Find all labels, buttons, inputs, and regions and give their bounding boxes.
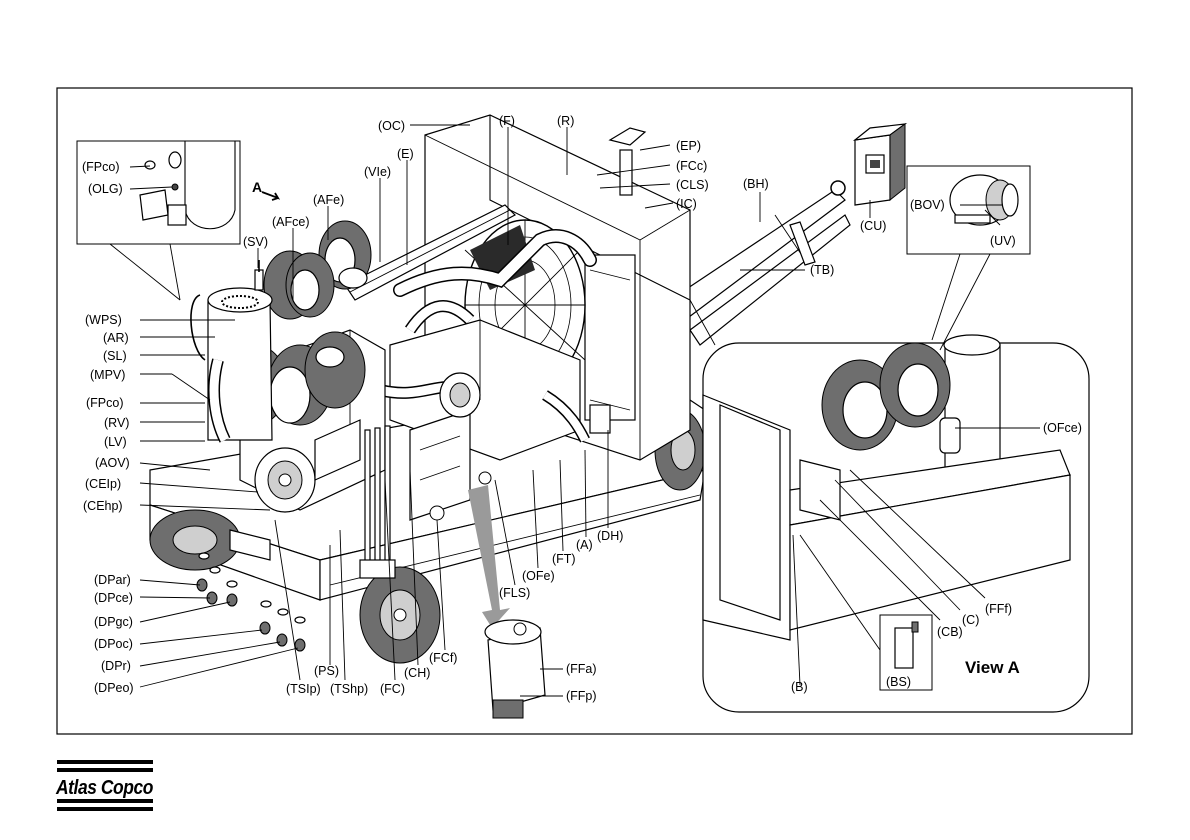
label-dpeo: (DPeo) xyxy=(94,681,134,695)
label-dpar: (DPar) xyxy=(94,573,131,587)
atlas-copco-logo: Atlas Copco xyxy=(55,760,154,811)
view-a-title: View A xyxy=(965,658,1020,677)
callout-labels: (OC) (F) (R) (EP) (FCc) (CLS) (IC) (BH) … xyxy=(82,114,1082,703)
label-tsip: (TSIp) xyxy=(286,682,321,696)
label-ffp: (FFp) xyxy=(566,689,597,703)
label-bov: (BOV) xyxy=(910,198,945,212)
valve-detail-inset xyxy=(906,165,1031,351)
control-unit-illustration xyxy=(852,123,908,206)
label-vie: (VIe) xyxy=(364,165,391,179)
brand-logotype: Atlas Copco xyxy=(55,777,153,799)
label-uv: (UV) xyxy=(990,234,1016,248)
label-sv: (SV) xyxy=(243,235,268,249)
diagram-frame xyxy=(56,87,1133,735)
label-fcf: (FCf) xyxy=(429,651,457,665)
label-dh: (DH) xyxy=(597,529,623,543)
label-ps: (PS) xyxy=(314,664,339,678)
label-fls: (FLS) xyxy=(499,586,530,600)
label-ofe: (OFe) xyxy=(522,569,555,583)
label-ffa: (FFa) xyxy=(566,662,597,676)
callout-leader-lines xyxy=(129,124,1040,697)
label-bs: (BS) xyxy=(886,675,911,689)
label-fff: (FFf) xyxy=(985,602,1012,616)
label-ch: (CH) xyxy=(404,666,430,680)
label-cls: (CLS) xyxy=(676,178,709,192)
detail-inset-filler-plug xyxy=(76,140,241,301)
label-ar: (AR) xyxy=(103,331,129,345)
label-mpv: (MPV) xyxy=(90,368,125,382)
label-r: (R) xyxy=(557,114,574,128)
label-cu: (CU) xyxy=(860,219,886,233)
label-dpoc: (DPoc) xyxy=(94,637,133,651)
label-ic: (IC) xyxy=(676,197,697,211)
label-dpgc: (DPgc) xyxy=(94,615,133,629)
label-fcc: (FCc) xyxy=(676,159,707,173)
label-e: (E) xyxy=(397,147,414,161)
label-bh: (BH) xyxy=(743,177,769,191)
label-afe: (AFe) xyxy=(313,193,344,207)
label-olg: (OLG) xyxy=(88,182,123,196)
label-tshp: (TShp) xyxy=(330,682,368,696)
view-a-direction-arrow xyxy=(261,191,281,201)
label-oc: (OC) xyxy=(378,119,405,133)
label-lv: (LV) xyxy=(104,435,127,449)
label-cehp: (CEhp) xyxy=(83,499,123,513)
label-cb: (CB) xyxy=(937,625,963,639)
label-ep: (EP) xyxy=(676,139,701,153)
label-f: (F) xyxy=(499,114,515,128)
label-b: (B) xyxy=(791,680,808,694)
label-fpco: (FPco) xyxy=(86,396,124,410)
label-dpce: (DPce) xyxy=(94,591,133,605)
compressor-illustration xyxy=(149,114,851,719)
label-afce: (AFce) xyxy=(272,215,310,229)
label-aov: (AOV) xyxy=(95,456,130,470)
label-tb: (TB) xyxy=(810,263,834,277)
label-ceip: (CEIp) xyxy=(85,477,121,491)
label-fpco-detail: (FPco) xyxy=(82,160,120,174)
label-c: (C) xyxy=(962,613,979,627)
view-a-inset xyxy=(689,299,1090,713)
view-a-arrow-label: A xyxy=(252,179,262,195)
label-wps: (WPS) xyxy=(85,313,122,327)
label-sl: (SL) xyxy=(103,349,127,363)
label-ofce: (OFce) xyxy=(1043,421,1082,435)
label-ft: (FT) xyxy=(552,552,576,566)
label-a: (A) xyxy=(576,538,593,552)
label-rv: (RV) xyxy=(104,416,129,430)
label-dpr: (DPr) xyxy=(101,659,131,673)
label-fc: (FC) xyxy=(380,682,405,696)
